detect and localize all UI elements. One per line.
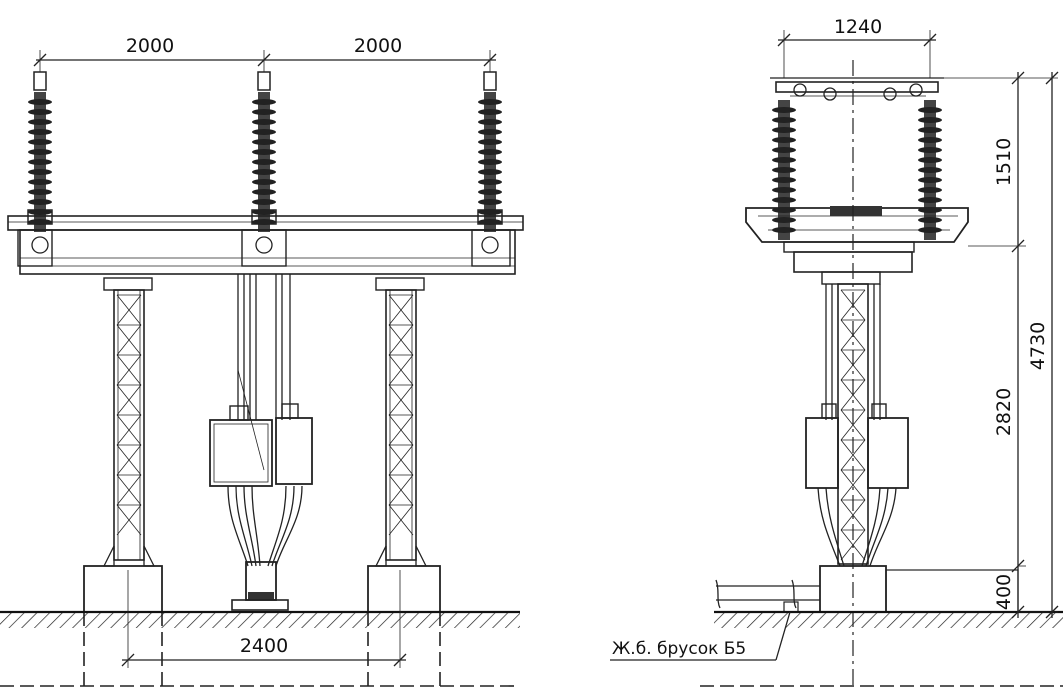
- front-ground: [0, 610, 520, 687]
- front-cabinet-small: [275, 403, 313, 485]
- side-vertical-dimensions: [944, 71, 1059, 619]
- side-cables: [817, 487, 897, 567]
- dim-base-span: 2400: [240, 635, 288, 657]
- front-frame-beam: [7, 215, 524, 275]
- side-ground: [700, 610, 1063, 687]
- dim-foundation-height: 400: [993, 574, 1015, 610]
- insulator-left: [27, 71, 53, 232]
- side-insulator-right: [918, 100, 942, 240]
- side-insulator-left: [772, 100, 796, 240]
- insulator-middle: [251, 71, 277, 232]
- side-contact-system: [770, 77, 944, 101]
- dim-left-span: 2000: [126, 35, 174, 57]
- front-top-dimension: [33, 50, 497, 72]
- insulator-right: [477, 71, 503, 232]
- side-cabinet-left: [805, 403, 839, 489]
- dim-right-span: 2000: [354, 35, 402, 57]
- side-top-dimension: [777, 30, 937, 78]
- front-cables: [227, 485, 303, 611]
- dim-total-height: 4730: [1027, 322, 1049, 370]
- front-base-dimension: [121, 570, 407, 668]
- front-view: 2000 2000: [0, 35, 524, 689]
- note-label: Ж.б. брусок Б5: [612, 639, 746, 659]
- dim-insulator-height: 1510: [993, 138, 1015, 186]
- note-leader: [610, 611, 791, 661]
- dim-top-width: 1240: [834, 16, 882, 38]
- dim-support-height: 2820: [993, 388, 1015, 436]
- side-view: 1240: [610, 16, 1063, 689]
- front-column-right: [374, 277, 428, 567]
- front-cabinet-large: [209, 369, 273, 487]
- front-column-left: [102, 277, 156, 567]
- side-foundation: [715, 565, 1019, 613]
- drive-rods: [237, 274, 291, 420]
